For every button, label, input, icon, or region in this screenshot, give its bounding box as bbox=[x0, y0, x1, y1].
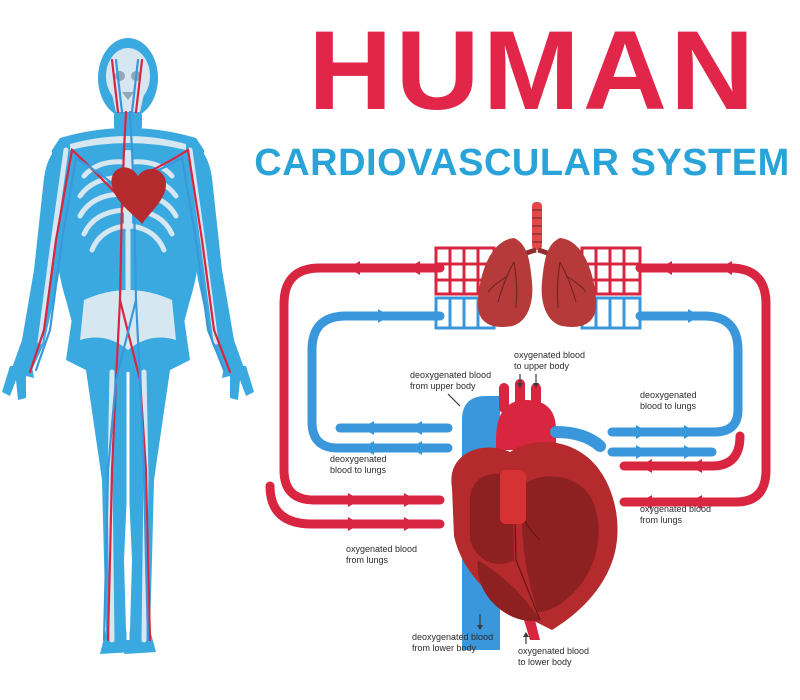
oxygenated-loop-lower bbox=[265, 431, 745, 529]
label-pointer-heads bbox=[477, 383, 539, 637]
page-title: HUMAN bbox=[308, 8, 758, 133]
label-pointers bbox=[447, 374, 537, 644]
heart-icon-small bbox=[111, 167, 166, 224]
heart-cross-section-icon bbox=[451, 379, 618, 650]
oxygenated-loop-upper bbox=[279, 263, 771, 507]
lungs-icon bbox=[477, 202, 597, 327]
human-body-icon bbox=[2, 38, 254, 654]
page-subtitle: CARDIOVASCULAR SYSTEM bbox=[254, 142, 790, 184]
lung-capillaries bbox=[434, 246, 642, 330]
arrows-red bbox=[348, 261, 732, 531]
arrows-blue bbox=[362, 309, 700, 459]
body-silhouette bbox=[2, 38, 254, 654]
